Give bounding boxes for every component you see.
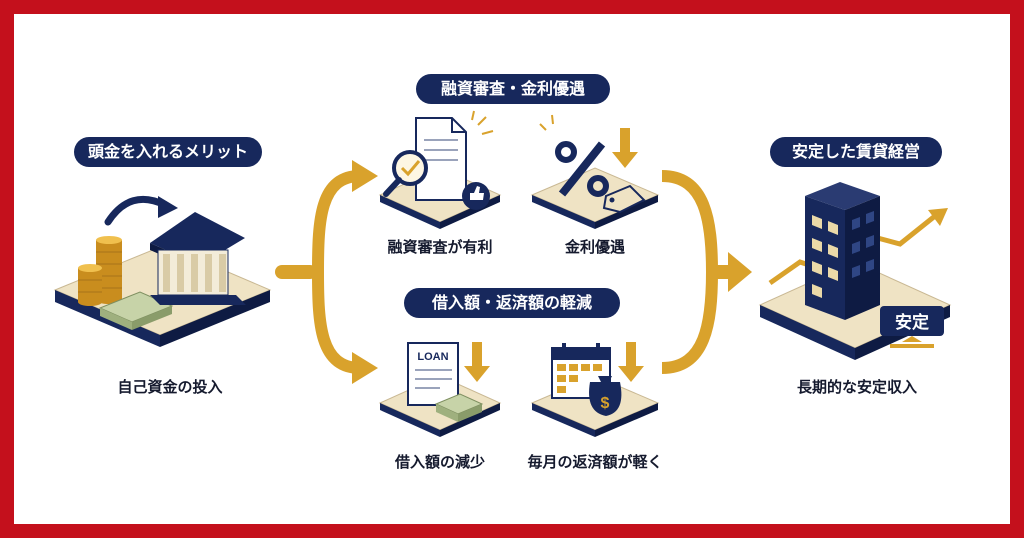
left-header: 頭金を入れるメリット (74, 137, 262, 167)
loan-document-label: LOAN (417, 351, 448, 363)
bank-coins-illustration (53, 195, 272, 347)
percent-tag-down-arrow-icon (530, 114, 660, 229)
right-header: 安定した賃貸経営 (770, 137, 942, 167)
money-bag-label: $ (601, 395, 610, 412)
cash-stack-icon (98, 291, 174, 330)
top-left-caption: 融資審査が有利 (387, 238, 493, 256)
stability-badge-label: 安定 (895, 312, 929, 333)
top-group-header: 融資審査・金利優遇 (416, 74, 610, 104)
apartment-building-illustration: 安定 (758, 182, 952, 360)
stability-badge (880, 306, 944, 336)
calendar-money-bag-icon: $ (530, 342, 660, 437)
bottom-group-header: 借入額・返済額の軽減 (404, 288, 620, 318)
left-caption: 自己資金の投入 (117, 378, 223, 396)
bottom-left-caption: 借入額の減少 (394, 453, 485, 471)
bottom-right-caption: 毎月の返済額が軽く (527, 453, 663, 471)
top-right-caption: 金利優遇 (564, 238, 625, 256)
document-magnifier-thumbs-up-icon (378, 110, 502, 229)
balance-scale-icon (902, 336, 922, 342)
bank-icon (150, 212, 246, 305)
merge-arrow (661, 170, 752, 374)
right-caption: 長期的な安定収入 (796, 378, 917, 396)
coin-stack-icon (78, 236, 122, 306)
loan-document-cash-icon: LOAN (378, 342, 502, 437)
split-arrow (275, 160, 378, 384)
